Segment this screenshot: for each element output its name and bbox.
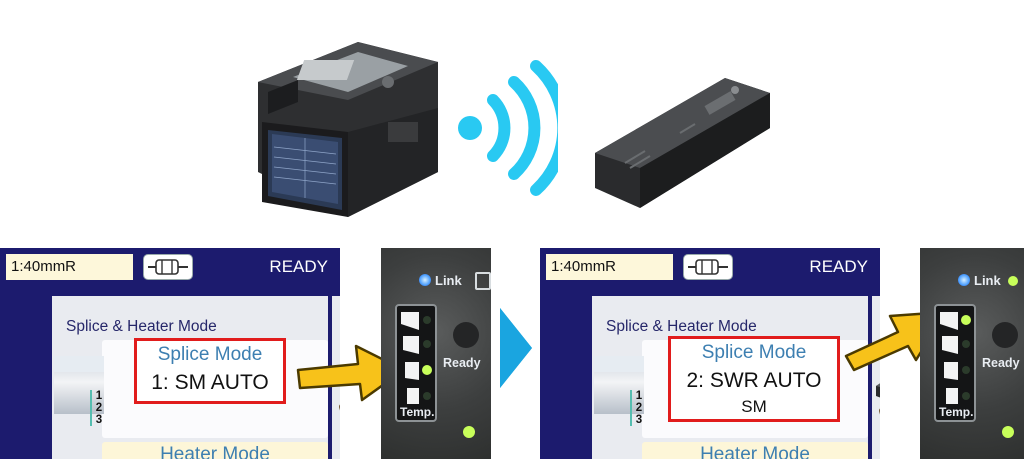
splicer-thumb-icon xyxy=(876,383,880,398)
ready-label: Ready xyxy=(982,356,1020,370)
heater-mode-label: Heater Mode xyxy=(700,444,810,459)
heater-mode-card[interactable]: Heater Mode xyxy=(102,442,328,459)
adapter-closeup-before: Link Temp. Ready xyxy=(381,248,491,459)
status-ready: READY xyxy=(809,257,868,276)
splice-mode-highlight[interactable]: Splice Mode 2: SWR AUTO SM xyxy=(668,336,840,422)
fusion-splicer-image xyxy=(258,42,438,217)
wireless-adapter-image xyxy=(595,78,770,208)
temp-gauge xyxy=(395,304,437,422)
fiber-numbers: 1 2 3 xyxy=(630,390,646,426)
splice-mode-subvalue: SM xyxy=(741,397,767,416)
hand-pointer-icon xyxy=(879,408,880,415)
fiber-holder-button[interactable] xyxy=(683,254,733,280)
chevron-right-icon xyxy=(500,308,532,388)
splice-mode-label: Splice Mode xyxy=(701,342,807,363)
heater-mode-card[interactable]: Heater Mode xyxy=(642,442,868,459)
ready-label: Ready xyxy=(443,356,481,370)
splice-mode-label: Splice Mode xyxy=(157,344,263,365)
temp-label: Temp. xyxy=(400,405,435,419)
temp-gauge xyxy=(934,304,976,422)
fiber-holder-icon xyxy=(688,259,728,275)
fiber-thumbnail: 1 2 3 xyxy=(594,356,644,426)
fiber-thumbnail: 1 2 3 xyxy=(54,356,104,426)
side-panel xyxy=(872,296,880,459)
fiber-holder-button[interactable] xyxy=(143,254,193,280)
fiber-length-field[interactable]: 1:40mmR xyxy=(6,254,133,280)
link-label: Link xyxy=(974,273,1001,288)
temp-label: Temp. xyxy=(939,405,974,419)
fiber-length-field[interactable]: 1:40mmR xyxy=(546,254,673,280)
screen-body: Splice & Heater Mode Heater Mode S 1 2 3… xyxy=(0,286,340,459)
link-led xyxy=(958,274,970,286)
hand-pointer-icon xyxy=(339,404,340,411)
screen-header: 1:40mmR READY xyxy=(0,248,340,286)
adapter-closeup-after: Link Temp. Ready xyxy=(920,248,1024,459)
fiber-holder-icon xyxy=(148,259,188,275)
wifi-icon xyxy=(458,60,558,196)
screen-header: 1:40mmR READY xyxy=(540,248,880,286)
status-ready: READY xyxy=(269,257,328,276)
link-label: Link xyxy=(435,273,462,288)
screen-body: Splice & Heater Mode Heater Mode 1 2 3 S… xyxy=(540,286,880,459)
fiber-numbers: 1 2 3 xyxy=(90,390,106,426)
splice-mode-highlight[interactable]: Splice Mode 1: SM AUTO xyxy=(134,338,286,404)
link-led xyxy=(419,274,431,286)
splicer-screen-after: 1:40mmR READY Splice & Heater Mode Heate… xyxy=(540,248,880,459)
panel-title: Splice & Heater Mode xyxy=(606,318,757,335)
panel-title: Splice & Heater Mode xyxy=(66,318,217,335)
splice-mode-value: 1: SM AUTO xyxy=(151,371,269,394)
heater-mode-label: Heater Mode xyxy=(160,444,270,459)
splicer-screen-before: 1:40mmR READY Splice & Heater Mode Heate… xyxy=(0,248,340,459)
splice-mode-value: 2: SWR AUTO xyxy=(686,369,822,392)
